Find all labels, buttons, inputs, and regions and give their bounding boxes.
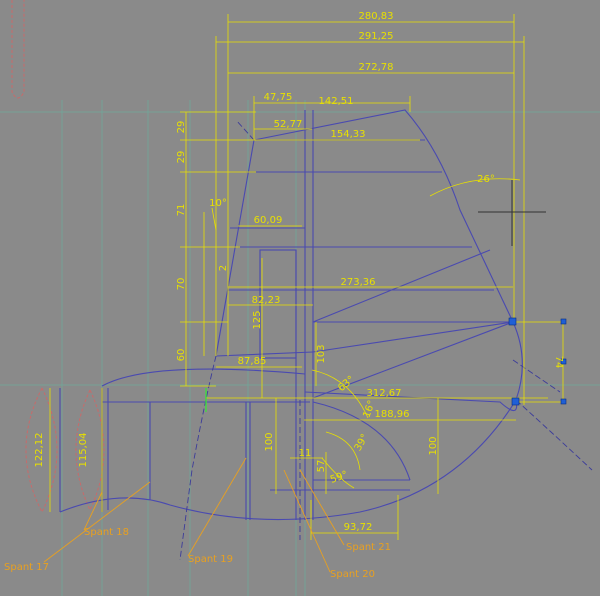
dim-text: 82,23 [252, 295, 281, 306]
dim-text: 125 [252, 310, 263, 329]
label-spant-20: Spant 20 [330, 569, 375, 580]
dim-text: 74 [553, 356, 564, 369]
dim-text: 280,83 [359, 11, 394, 22]
dim-text: 93,72 [344, 522, 373, 533]
dim-text: 122,12 [34, 433, 45, 468]
label-spant-18: Spant 18 [84, 527, 129, 538]
dim-text: 273,36 [341, 277, 376, 288]
dim-text: 29 [176, 151, 187, 164]
grip-handle[interactable] [508, 317, 517, 326]
dim-text: 154,33 [331, 129, 366, 140]
dim-text: 115,04 [78, 433, 89, 468]
dim-text: 291,25 [359, 31, 394, 42]
dimension-text: 280,83 291,25 272,78 47,75 142,51 52,77 … [238, 11, 410, 533]
dim-text: 29 [176, 121, 187, 134]
grip-handle[interactable] [560, 358, 567, 365]
angle-label: 10° [209, 198, 227, 209]
dimension-lines [49, 14, 566, 540]
dim-text: 272,78 [359, 62, 394, 73]
fin-rudder-outline [59, 109, 523, 521]
angle-label: 26° [477, 174, 495, 185]
dim-text: 87,85 [238, 356, 267, 367]
dim-text: 188,96 [375, 409, 410, 420]
grip-handle[interactable] [560, 318, 567, 325]
dim-text: 312,67 [367, 388, 402, 399]
dim-text: 47,75 [264, 92, 293, 103]
hidden-lines [179, 119, 593, 561]
grip-handle[interactable] [511, 397, 520, 406]
frame-labels: Spant 17 Spant 18 Spant 19 Spant 20 Span… [4, 527, 391, 580]
label-spant-17: Spant 17 [4, 562, 49, 573]
fuselage-sections [11, 0, 105, 514]
dim-text: 2 [218, 265, 229, 271]
dim-text: 11 [299, 448, 312, 459]
angle-label: 59° [329, 469, 349, 485]
angle-label: 63° [336, 374, 357, 394]
vertical-dimension-text: 29 29 71 70 60 125 2 103 100 57 100 122,… [34, 121, 564, 473]
selection-grips[interactable] [508, 317, 567, 406]
grip-handle[interactable] [560, 398, 567, 405]
leader-lines [43, 457, 345, 573]
dim-text: 60 [176, 349, 187, 362]
dim-text: 103 [316, 344, 327, 363]
dim-text: 70 [176, 278, 187, 291]
dim-text: 60,09 [254, 215, 283, 226]
dim-text: 52,77 [274, 119, 303, 130]
label-spant-19: Spant 19 [188, 554, 233, 565]
label-spant-21: Spant 21 [346, 542, 391, 553]
dim-text: 100 [264, 432, 275, 451]
dim-text: 57 [316, 460, 327, 473]
dim-text: 71 [176, 204, 187, 217]
angle-label: 39° [353, 432, 371, 453]
dim-text: 100 [428, 436, 439, 455]
crosshair-cursor [478, 180, 546, 246]
dim-text: 142,51 [319, 96, 354, 107]
